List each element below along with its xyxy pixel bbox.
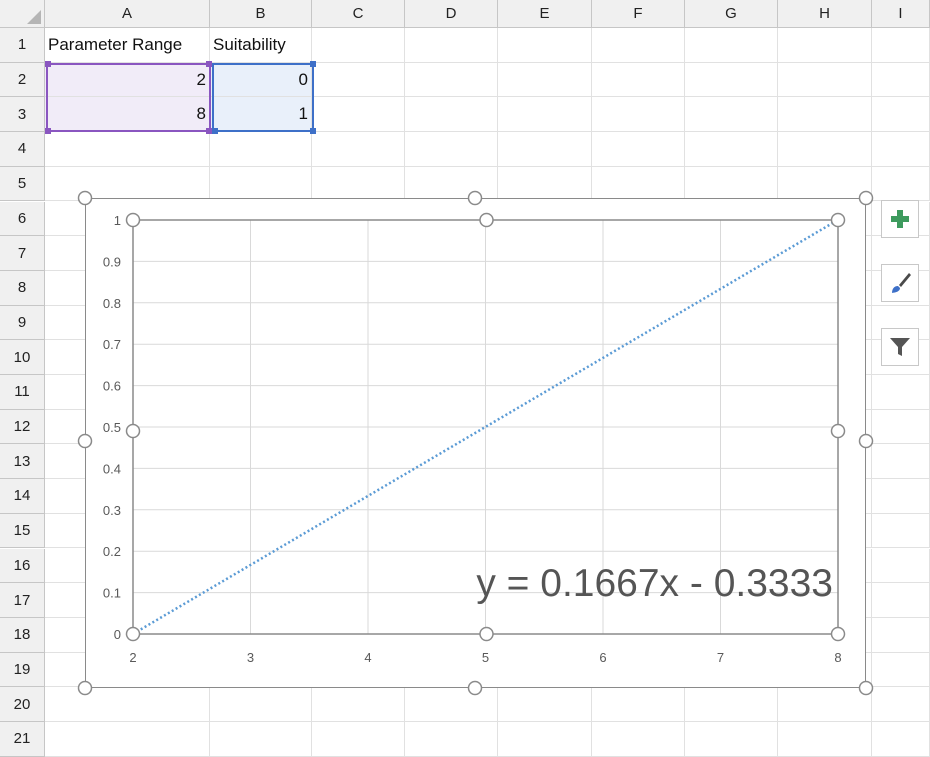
chart-resize-handle[interactable] (860, 682, 873, 695)
plot-area-resize-handle[interactable] (832, 425, 845, 438)
plot-area-resize-handle[interactable] (832, 628, 845, 641)
paintbrush-icon (888, 271, 912, 295)
chart-resize-handle[interactable] (469, 192, 482, 205)
plot-area-resize-handle[interactable] (480, 214, 493, 227)
y-tick-label: 0.6 (103, 379, 121, 394)
plus-icon (889, 208, 911, 230)
chart-resize-handle[interactable] (860, 192, 873, 205)
y-tick-label: 0.8 (103, 296, 121, 311)
chart-resize-handle[interactable] (79, 192, 92, 205)
y-tick-label: 1 (114, 213, 121, 228)
plot-area-resize-handle[interactable] (127, 628, 140, 641)
y-tick-label: 0.5 (103, 420, 121, 435)
plot-area-resize-handle[interactable] (832, 214, 845, 227)
chart-resize-handle[interactable] (860, 435, 873, 448)
x-tick-label: 3 (247, 650, 254, 665)
chart-resize-handle[interactable] (79, 682, 92, 695)
x-tick-label: 2 (129, 650, 136, 665)
y-tick-label: 0.2 (103, 544, 121, 559)
y-tick-label: 0.3 (103, 503, 121, 518)
y-tick-label: 0.7 (103, 337, 121, 352)
x-tick-label: 5 (482, 650, 489, 665)
plot-area-resize-handle[interactable] (127, 214, 140, 227)
x-tick-label: 6 (599, 650, 606, 665)
x-tick-label: 8 (834, 650, 841, 665)
chart-filters-button[interactable] (881, 328, 919, 366)
funnel-icon (889, 336, 911, 358)
chart-resize-handle[interactable] (79, 435, 92, 448)
plot-area-resize-handle[interactable] (127, 425, 140, 438)
trendline-equation-label[interactable]: y = 0.1667x - 0.3333 (476, 562, 833, 605)
x-tick-label: 4 (364, 650, 371, 665)
y-tick-label: 0.4 (103, 461, 121, 476)
chart-resize-handle[interactable] (469, 682, 482, 695)
chart-elements-button[interactable] (881, 200, 919, 238)
chart-styles-button[interactable] (881, 264, 919, 302)
plot-area-resize-handle[interactable] (480, 628, 493, 641)
y-tick-label: 0.9 (103, 254, 121, 269)
y-tick-label: 0 (114, 627, 121, 642)
x-tick-label: 7 (717, 650, 724, 665)
trendline-chart[interactable]: 2 3 4 5 6 7 8 0 0.1 0.2 0.3 0.4 0.5 0.6 0.7 0.8 0.9 1 y = … (0, 0, 930, 740)
y-tick-label: 0.1 (103, 586, 121, 601)
